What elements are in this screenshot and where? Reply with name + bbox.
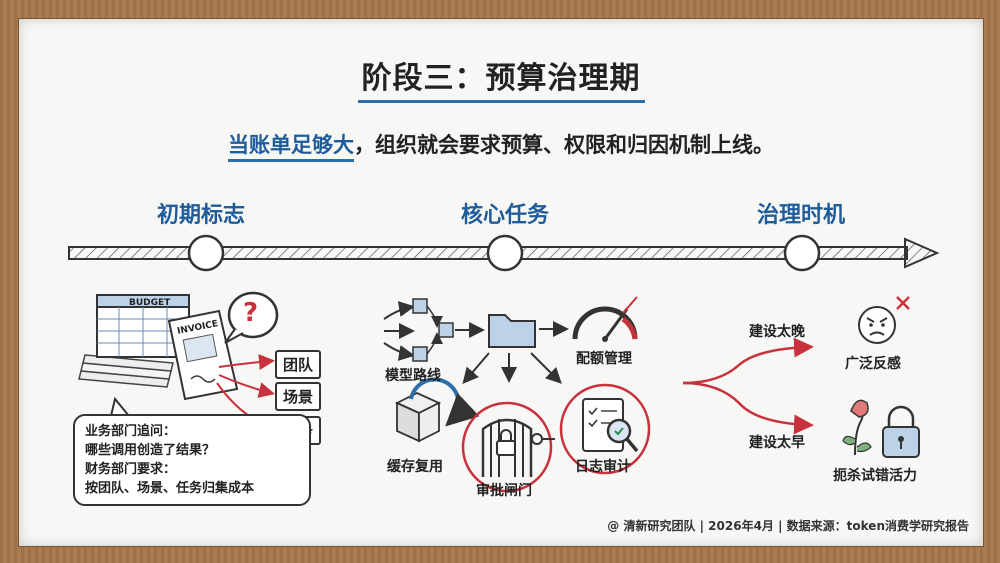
budget-label: BUDGET xyxy=(129,298,171,308)
label-widespread-resentment: 广泛反感 xyxy=(845,356,901,372)
timeline-node-early xyxy=(187,234,225,272)
bubble-line: 财务部门要求： xyxy=(85,462,177,477)
label-log-audit: 日志审计 xyxy=(575,459,631,475)
approval-gate-icon xyxy=(461,401,555,493)
question-bubble-icon xyxy=(224,291,279,344)
timing-branch-arrows xyxy=(682,337,814,435)
label-cache-reuse: 缓存复用 xyxy=(387,459,443,475)
page-title: 阶段三：预算治理期 xyxy=(19,53,983,103)
bubble-line: 业务部门追问： xyxy=(85,424,177,439)
folder-icon xyxy=(462,314,569,385)
tag-team: 团队 xyxy=(275,350,322,379)
subtitle: 当账单足够大，组织就会要求预算、权限和归因机制上线。 xyxy=(19,129,983,162)
paper-stack-icon xyxy=(78,354,174,388)
label-model-routing: 模型路线 xyxy=(385,368,441,384)
label-stifle-experimentation: 扼杀试错活力 xyxy=(833,468,917,484)
timeline-node-core xyxy=(486,234,524,272)
label-build-too-early: 建设太早 xyxy=(749,435,805,451)
question-mark: ? xyxy=(243,298,259,328)
phase-early: 初期标志 xyxy=(156,203,245,228)
speech-bubble-tail xyxy=(110,396,130,417)
wilted-flower-icon xyxy=(842,399,872,456)
bubble-line: 哪些调用创造了结果？ xyxy=(85,443,216,458)
phase-core: 核心任务 xyxy=(460,203,549,228)
label-quota-management: 配额管理 xyxy=(576,351,632,367)
title-main: 预算治理期 xyxy=(485,61,641,96)
tag-scene: 场景 xyxy=(275,382,322,411)
timeline-node-timing xyxy=(783,234,821,272)
speech-bubble: 业务部门追问： 哪些调用创造了结果？ 财务部门要求： 按团队、场景、任务归集成本 xyxy=(73,414,311,506)
padlock-icon xyxy=(882,405,920,458)
title-prefix: 阶段三： xyxy=(361,61,486,96)
model-routing-icon xyxy=(383,298,485,362)
phase-timing: 治理时机 xyxy=(756,203,845,228)
subtitle-highlight: 当账单足够大 xyxy=(228,133,354,162)
footer-credit: @ 清新研究团队 | 2026年4月 | 数据来源：token消费学研究报告 xyxy=(607,519,969,533)
subtitle-rest: ，组织就会要求预算、权限和归因机制上线。 xyxy=(354,133,774,157)
label-approval-gate: 审批闸门 xyxy=(476,483,532,499)
label-build-too-late: 建设太晚 xyxy=(749,324,805,340)
bubble-line: 按团队、场景、任务归集成本 xyxy=(85,481,255,496)
gauge-icon xyxy=(572,296,638,342)
cache-box-icon xyxy=(394,377,480,443)
angry-face-icon xyxy=(858,296,910,344)
whiteboard: 阶段三：预算治理期 当账单足够大，组织就会要求预算、权限和归因机制上线。 初期标… xyxy=(18,18,984,547)
invoice-icon xyxy=(167,309,239,401)
diagram-graphics xyxy=(68,234,940,493)
log-audit-icon xyxy=(559,383,651,475)
